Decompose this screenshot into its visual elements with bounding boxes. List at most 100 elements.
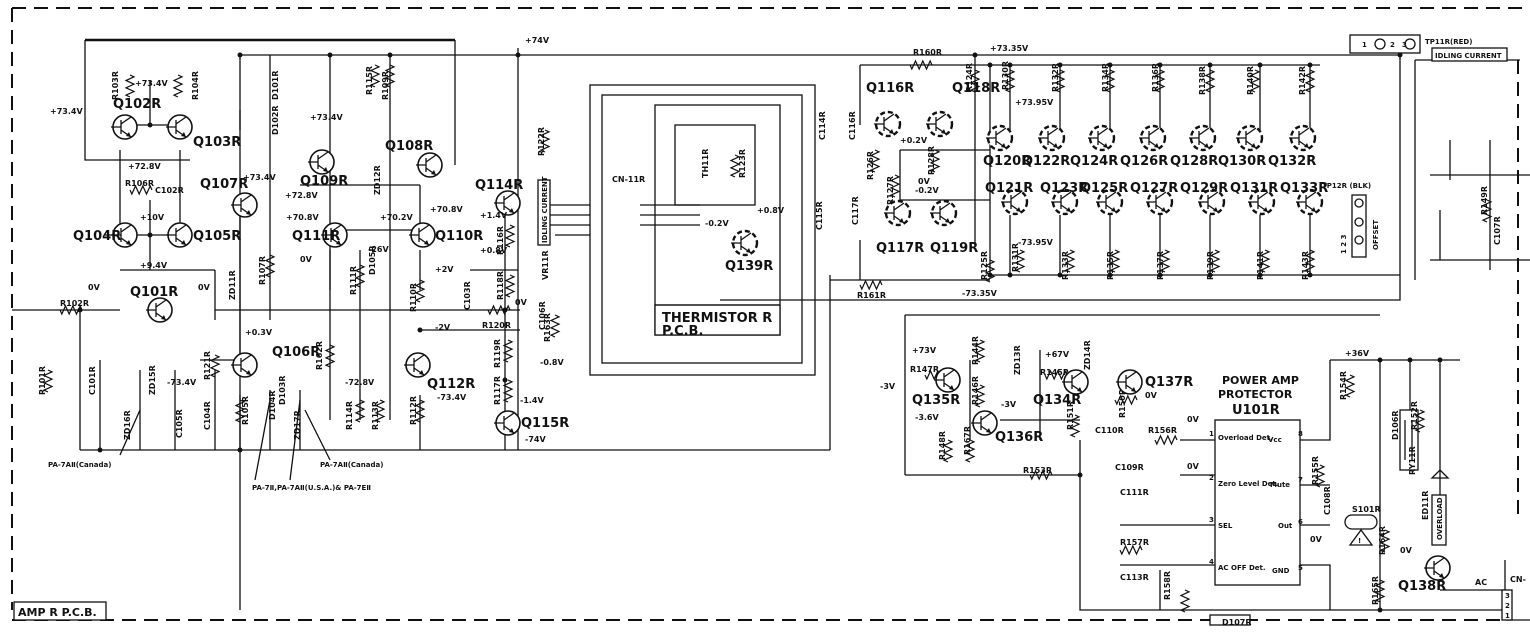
component-c113-label: C113R — [1120, 573, 1149, 582]
transistor-label: Q109R — [300, 174, 348, 189]
voltage-v-0-label: 0V — [918, 177, 931, 186]
transistor-q119r: Q119R — [930, 199, 978, 256]
component-d101-label: D101R — [271, 71, 280, 101]
resistor-r116-label: R116R — [496, 226, 505, 255]
thermistor-board-label-1: THERMISTOR R — [662, 311, 772, 326]
component-s101-label: S101R — [1352, 505, 1381, 514]
ic-pin-number: 1 — [1209, 430, 1214, 438]
overload-label: OVERLOAD — [1436, 497, 1444, 540]
voltage-v-0-label: 0V — [300, 255, 313, 264]
transistor-q123r: Q123R — [1040, 181, 1088, 216]
resistor-r142-label: R142R — [1298, 66, 1307, 95]
resistor-r102-label: R102R — [60, 299, 89, 308]
transistor-label: Q121R — [985, 181, 1033, 196]
component-th11-label: TH11R — [701, 149, 710, 178]
transistor-label: Q117R — [876, 241, 924, 256]
ic-pin-ac-off: AC OFF Det. — [1218, 564, 1266, 572]
transistor-label: Q132R — [1268, 154, 1316, 169]
transistor-label: Q114R — [475, 178, 523, 193]
resistor-r143-label: R143R — [1301, 251, 1310, 280]
component-zd14-label: ZD14R — [1083, 340, 1092, 370]
resistor-r144-label: R144R — [971, 336, 980, 365]
transistor-label: Q101R — [130, 285, 178, 300]
resistor-r164-label: R164R — [1378, 526, 1387, 555]
resistor-r156-label: R156R — [1148, 426, 1177, 435]
transistor-q126r: Q126R — [1120, 124, 1168, 169]
transistor-q130r: Q130R — [1218, 124, 1266, 169]
transistor-q117r: Q117R — [876, 199, 924, 256]
component-zd11-label: ZD11R — [228, 270, 237, 300]
resistor-r133-label: R133R — [1061, 251, 1070, 280]
resistor-r135-label: R135R — [1106, 251, 1115, 280]
resistor-r160-label: R160R — [913, 48, 942, 57]
resistor-r110-label: R110R — [409, 283, 418, 312]
transistor-q139r: Q139R — [725, 229, 773, 274]
transistor-q135r: Q135R — [912, 367, 961, 408]
transistor-label: Q115R — [521, 416, 569, 431]
output-stage-wiring — [859, 65, 1311, 280]
transistor-label: Q136R — [995, 430, 1043, 445]
transistor-q111r: Q111R — [292, 222, 348, 248]
voltage-v-p67-label: +67V — [1045, 350, 1070, 359]
voltage-v-p2-label: +2V — [435, 265, 454, 274]
svg-text:1: 1 — [1505, 612, 1510, 620]
resistor-r104-label: R104R — [191, 71, 200, 100]
resistor-r122-label: R122R — [537, 127, 546, 156]
voltage-v-m0-2-label: -0.2V — [705, 219, 729, 228]
component-ed11-label: ED11R — [1421, 491, 1430, 520]
transistor-label: Q118R — [952, 81, 1000, 96]
component-c111-label: C111R — [1120, 488, 1149, 497]
component-d104-label: D104R — [268, 391, 277, 421]
component-d103-label: D103R — [278, 376, 287, 406]
component-cn11-label: CN-11R — [612, 175, 645, 184]
ic-pin-number: 7 — [1298, 476, 1303, 484]
transistor-q128r: Q128R — [1170, 124, 1218, 169]
voltage-v-p1-4-label: +1.4V — [480, 211, 508, 220]
vr-idling-label: IDLING CURRENT — [541, 176, 549, 243]
transistor-q129r: Q129R — [1180, 181, 1228, 216]
voltage-v-p70-8-label: +70.8V — [430, 205, 463, 214]
transistor-label: Q133R — [1280, 181, 1328, 196]
transistor-q115r: Q115R — [494, 410, 569, 436]
ic-pin-gnd: GND — [1272, 567, 1290, 575]
resistor-r134-label: R134R — [1101, 63, 1110, 92]
resistor-r161-label: R161R — [857, 291, 886, 300]
resistor-r120-label: R120R — [482, 321, 511, 330]
resistor-r140-label: R140R — [1246, 66, 1255, 95]
voltage-v-0-label: 0V — [88, 283, 101, 292]
transistor-label: Q135R — [912, 393, 960, 408]
component-zd15-label: ZD15R — [148, 365, 157, 395]
transistor-label: Q139R — [725, 259, 773, 274]
voltage-v-p73-95-label: +73.95V — [1015, 98, 1054, 107]
voltage-v-p73-label: +73V — [912, 346, 937, 355]
note-usa: PA-7Ⅱ,PA-7AⅡ(U.S.A.)& PA-7EⅡ — [252, 484, 371, 492]
board-name-label: AMP R P.C.B. — [18, 606, 97, 619]
resistor-r165-label: R165R — [1371, 576, 1380, 605]
resistor-r115-label: R115R — [365, 66, 374, 95]
svg-text:1: 1 — [1362, 41, 1367, 49]
transistor-label: Q125R — [1080, 181, 1128, 196]
component-c110-label: C110R — [1095, 426, 1124, 435]
voltage-v-m73-4-label: -73.4V — [167, 378, 197, 387]
resistor-r162-label: R162R — [315, 341, 324, 370]
resistor-r137-label: R137R — [1156, 251, 1165, 280]
voltage-v-p0-8-label: +0.8V — [480, 246, 508, 255]
resistor-r113-label: R113R — [371, 401, 380, 430]
voltage-v-m26-label: -26V — [368, 245, 389, 254]
component-c107-label: C107R — [1493, 216, 1502, 245]
transistor-label: Q116R — [866, 81, 914, 96]
transistor-label: Q112R — [427, 377, 475, 392]
test-points: 1 2 3 TP11R(RED) IDLING CURRENT TP12R (B… — [537, 34, 1513, 621]
resistor-r107-label: R107R — [258, 256, 267, 285]
voltage-v-0-label: 0V — [1187, 415, 1200, 424]
resistor-r147-label: R147R — [910, 365, 939, 374]
voltage-v-p10-label: +10V — [140, 213, 165, 222]
voltage-v-m73-35-label: -73.35V — [962, 289, 998, 298]
resistor-r109-label: R109R — [381, 71, 390, 100]
component-zd13-label: ZD13R — [1013, 345, 1022, 375]
resistor-r167-label: R167R — [963, 426, 972, 455]
transistor-q103r: Q103R — [166, 114, 241, 150]
board-labels: AMP R P.C.B. THERMISTOR R P.C.B. PA-7AⅡ(… — [13, 311, 772, 621]
voltage-v-m74-label: -74V — [525, 435, 546, 444]
